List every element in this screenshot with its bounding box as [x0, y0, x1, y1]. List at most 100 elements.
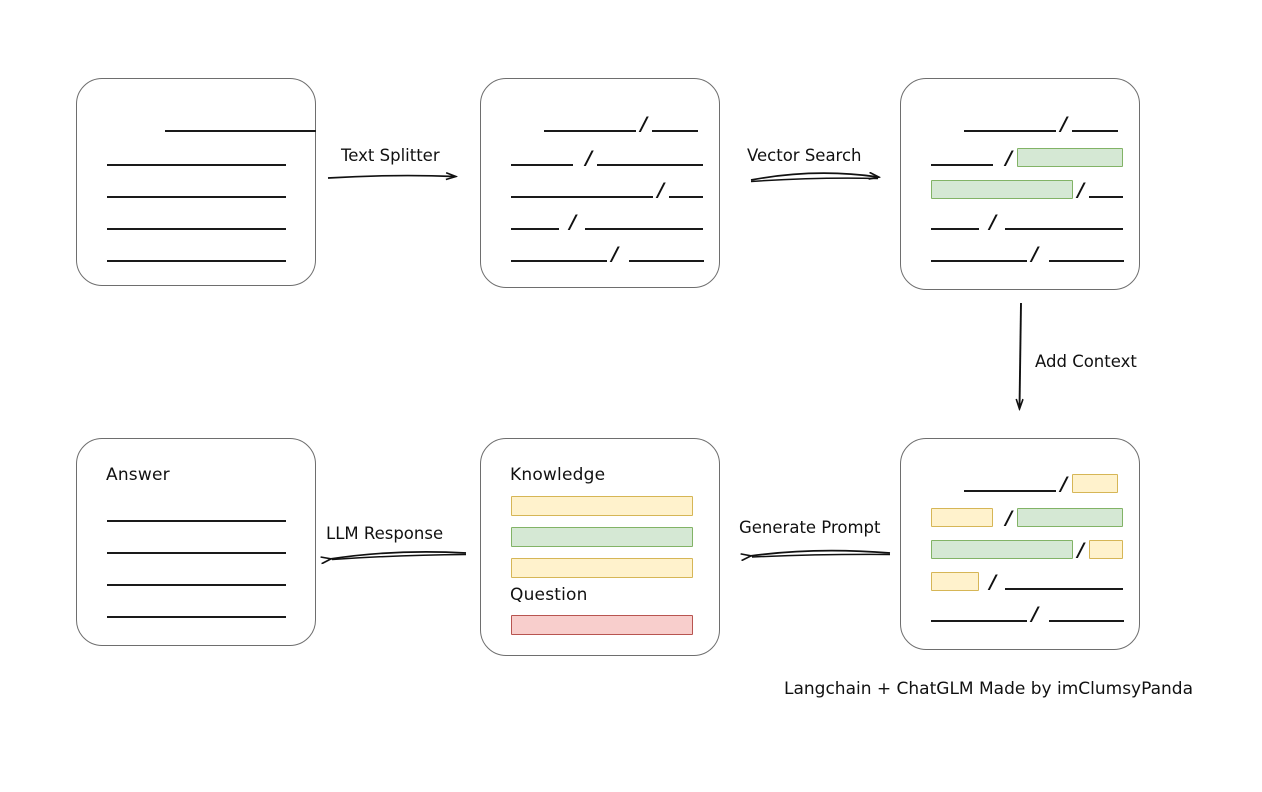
- document-line: [77, 599, 315, 621]
- spacer: [511, 113, 544, 135]
- text-rule: [931, 211, 979, 233]
- chunk-separator: /: [989, 211, 997, 233]
- spacer: [107, 113, 165, 135]
- document-line: /: [901, 147, 1139, 169]
- document-line: /: [901, 571, 1139, 593]
- document-line: [77, 567, 315, 589]
- matched-chunks[interactable]: /////: [900, 78, 1140, 290]
- knowledge-label: Knowledge: [510, 465, 606, 485]
- text-rule: [597, 147, 703, 169]
- spacer: [931, 113, 964, 135]
- text-rule: [629, 243, 704, 265]
- text-rule: [107, 503, 286, 525]
- chunk-separator: /: [1031, 243, 1039, 265]
- text-rule: [931, 603, 1027, 625]
- text-rule: [1049, 243, 1124, 265]
- highlight-chip-green: [931, 180, 1073, 199]
- chunk-separator: /: [657, 179, 665, 201]
- arrow-generate-prompt: [750, 549, 891, 557]
- document-line: /: [901, 507, 1139, 529]
- split-chunks-lines: / / / / /: [481, 79, 719, 287]
- highlight-chip-yellow: [1089, 540, 1123, 559]
- answer-document-lines: [77, 481, 315, 645]
- document-line: /: [901, 113, 1139, 135]
- text-rule: [669, 179, 703, 201]
- document-line: /: [481, 243, 719, 265]
- document-line: /: [901, 243, 1139, 265]
- highlight-chip-green: [1017, 508, 1123, 527]
- text-rule: [107, 179, 286, 201]
- document-line: /: [481, 113, 719, 135]
- context-document[interactable]: / / / / /: [900, 438, 1140, 650]
- arrow-llm-response: [330, 551, 467, 560]
- prompt-panel[interactable]: Knowledge Question: [480, 438, 720, 656]
- document-line: [77, 113, 316, 135]
- footer-credit: Langchain + ChatGLM Made by imClumsyPand…: [784, 679, 1193, 699]
- text-rule: [544, 113, 636, 135]
- arrow-vector-search: [750, 173, 878, 183]
- split-chunks[interactable]: / / / / /: [480, 78, 720, 288]
- document-line: /: [901, 473, 1139, 495]
- document-line: [77, 211, 315, 233]
- text-rule: [931, 147, 993, 169]
- context-document-lines: / / / / /: [901, 439, 1139, 649]
- text-rule: [165, 113, 316, 135]
- spacer: [993, 147, 1001, 169]
- text-rule: [107, 211, 286, 233]
- document-line: [77, 503, 315, 525]
- edge-label-generate-prompt: Generate Prompt: [739, 518, 881, 537]
- highlight-chip-green: [1017, 148, 1123, 167]
- text-rule: [107, 567, 286, 589]
- text-rule: [1005, 571, 1123, 593]
- text-rule: [511, 179, 653, 201]
- document-line: /: [481, 179, 719, 201]
- chunk-separator: /: [1031, 603, 1039, 625]
- spacer: [993, 507, 1001, 529]
- answer-label: Answer: [106, 465, 170, 485]
- arrow-text-splitter: [327, 176, 455, 178]
- highlight-chip-yellow: [931, 508, 993, 527]
- source-document[interactable]: [76, 78, 316, 286]
- matched-chunks-lines: /////: [901, 79, 1139, 289]
- knowledge-bar-3[interactable]: [511, 558, 693, 578]
- chunk-separator: /: [989, 571, 997, 593]
- document-line: [77, 243, 315, 265]
- highlight-chip-yellow: [1072, 474, 1118, 493]
- text-rule: [964, 113, 1056, 135]
- chunk-separator: /: [1005, 507, 1013, 529]
- text-rule: [1005, 211, 1123, 233]
- chunk-separator: /: [1060, 113, 1068, 135]
- text-rule: [1049, 603, 1124, 625]
- text-rule: [964, 473, 1056, 495]
- text-rule: [1089, 179, 1123, 201]
- question-label: Question: [510, 585, 588, 605]
- chunk-separator: /: [569, 211, 577, 233]
- text-rule: [1072, 113, 1118, 135]
- knowledge-bar-1[interactable]: [511, 496, 693, 516]
- chunk-separator: /: [1060, 473, 1068, 495]
- document-line: /: [901, 539, 1139, 561]
- answer-document[interactable]: Answer: [76, 438, 316, 646]
- text-rule: [107, 599, 286, 621]
- document-line: /: [481, 211, 719, 233]
- highlight-chip-yellow: [931, 572, 979, 591]
- question-bar-1[interactable]: [511, 615, 693, 635]
- text-rule: [511, 147, 573, 169]
- highlight-chip-green: [931, 540, 1073, 559]
- chunk-separator: /: [1077, 539, 1085, 561]
- edge-label-vector-search: Vector Search: [747, 146, 862, 165]
- chunk-separator: /: [585, 147, 593, 169]
- knowledge-bar-2[interactable]: [511, 527, 693, 547]
- chunk-separator: /: [611, 243, 619, 265]
- text-rule: [511, 243, 607, 265]
- text-rule: [107, 535, 286, 557]
- chunk-separator: /: [1005, 147, 1013, 169]
- text-rule: [931, 243, 1027, 265]
- text-rule: [585, 211, 703, 233]
- edge-label-add-context: Add Context: [1035, 352, 1137, 371]
- document-line: /: [901, 603, 1139, 625]
- document-line: [77, 147, 315, 169]
- document-line: /: [901, 211, 1139, 233]
